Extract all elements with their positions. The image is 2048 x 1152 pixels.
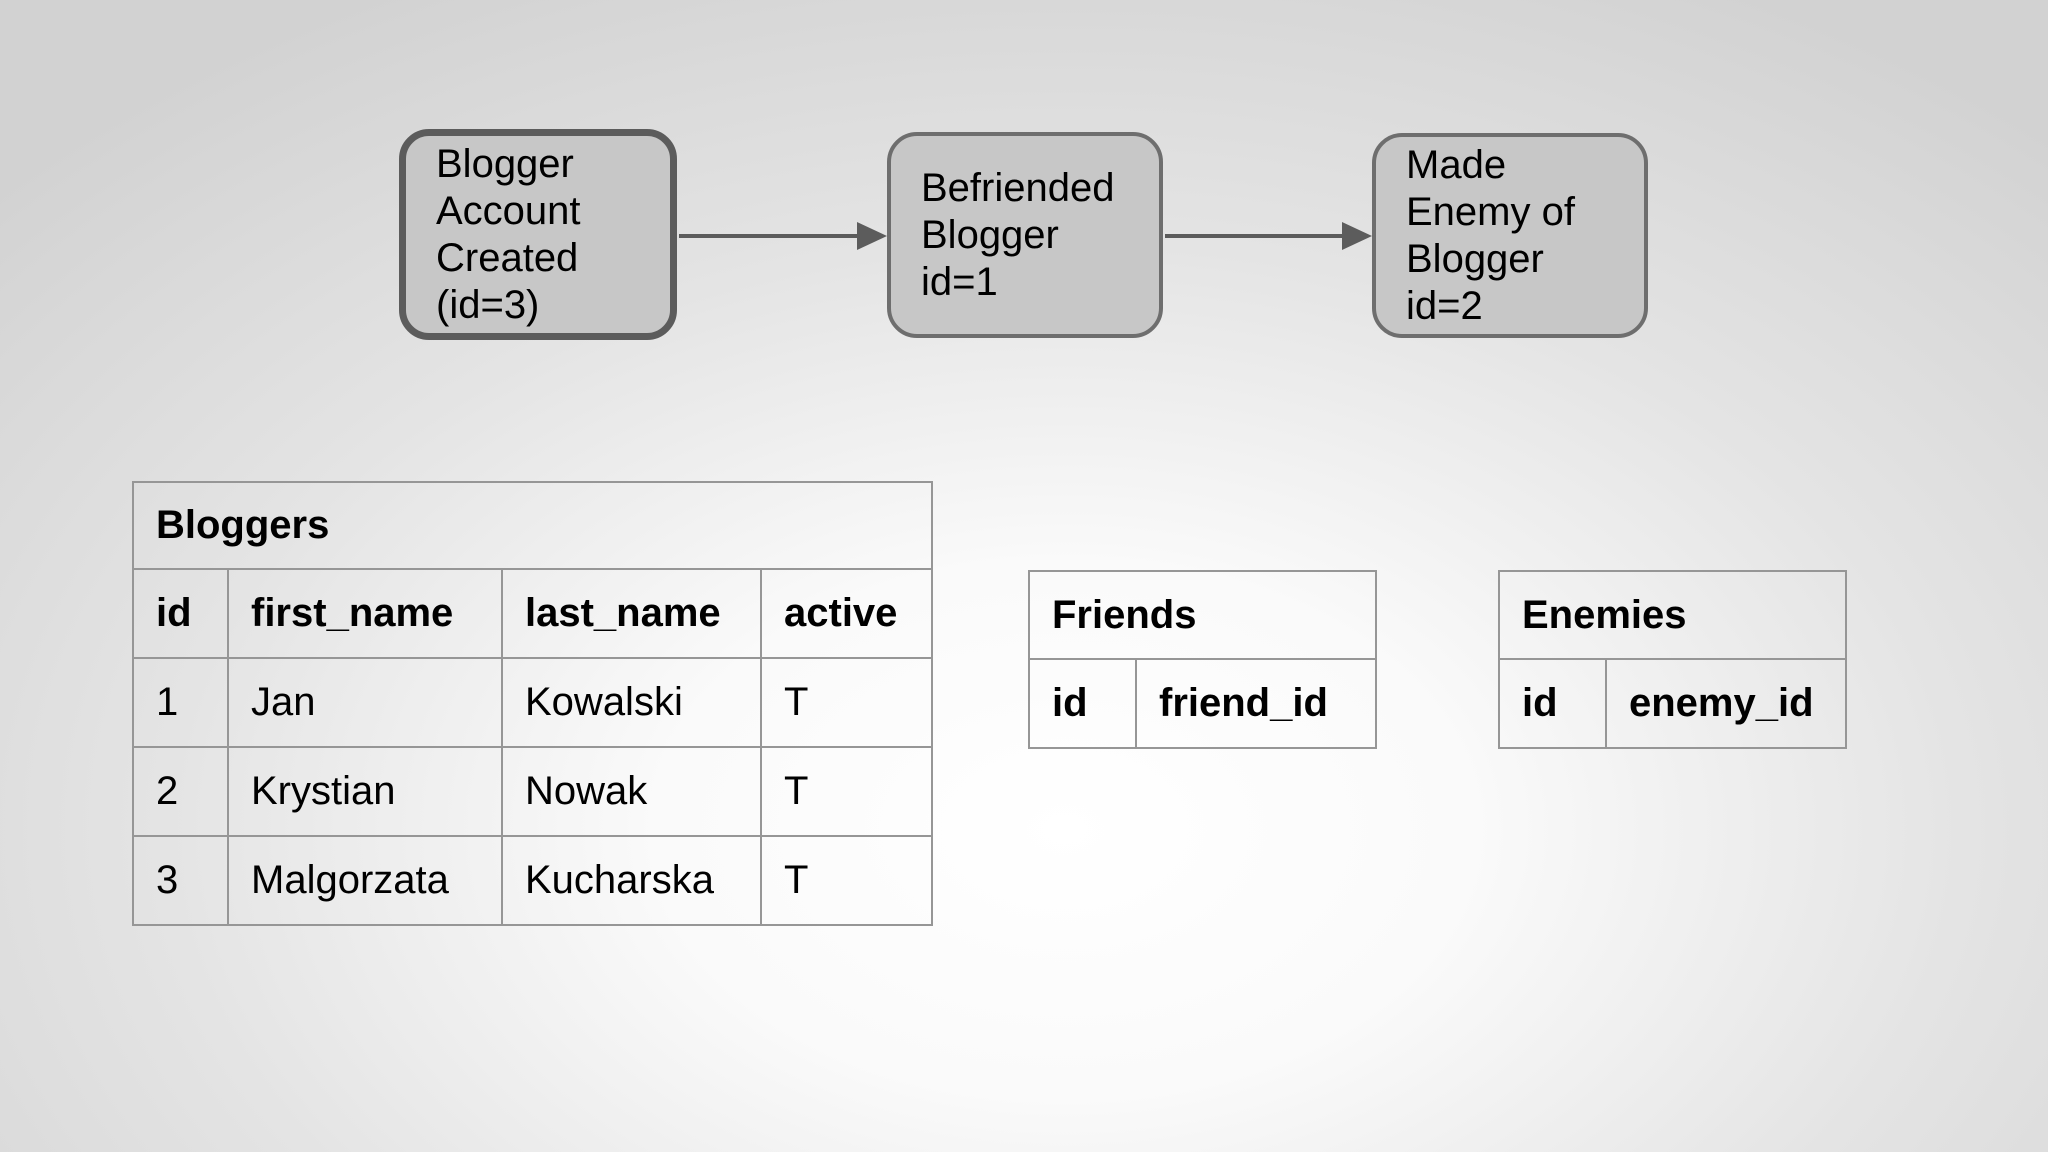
friends-table: Friends id friend_id bbox=[1027, 570, 1378, 749]
column-header-id: id bbox=[1028, 658, 1137, 749]
flow-node-label: Befriended Blogger id=1 bbox=[921, 165, 1115, 304]
table-cell: T bbox=[759, 746, 934, 837]
table-cell: Nowak bbox=[501, 746, 762, 837]
table-row: 2 Krystian Nowak T bbox=[132, 746, 934, 837]
flow-node-made-enemy-of-blogger: Made Enemy of Blogger id=2 bbox=[1372, 133, 1648, 338]
column-header-last-name: last_name bbox=[501, 568, 762, 659]
bloggers-table: Bloggers id first_name last_name active … bbox=[131, 481, 934, 926]
column-header-id: id bbox=[1498, 658, 1607, 749]
flow-node-blogger-account-created: Blogger Account Created (id=3) bbox=[399, 129, 677, 340]
table-row: 3 Malgorzata Kucharska T bbox=[132, 835, 934, 926]
enemies-table-title: Enemies bbox=[1498, 570, 1847, 660]
enemies-table: Enemies id enemy_id bbox=[1498, 570, 1847, 749]
table-row: Enemies bbox=[1498, 570, 1847, 660]
table-cell: T bbox=[759, 835, 934, 926]
bloggers-table-title: Bloggers bbox=[131, 481, 934, 570]
column-header-first-name: first_name bbox=[227, 568, 503, 659]
table-row: Bloggers bbox=[131, 481, 934, 570]
table-cell: 1 bbox=[132, 657, 229, 748]
table-row: id enemy_id bbox=[1498, 658, 1847, 749]
flow-node-befriended-blogger: Befriended Blogger id=1 bbox=[887, 132, 1163, 338]
arrow-icon bbox=[1165, 222, 1372, 250]
table-row: 1 Jan Kowalski T bbox=[132, 657, 934, 748]
table-cell: T bbox=[759, 657, 934, 748]
table-cell: 2 bbox=[132, 746, 229, 837]
table-cell: Jan bbox=[227, 657, 503, 748]
table-cell: 3 bbox=[132, 835, 229, 926]
arrow-icon bbox=[679, 222, 887, 250]
table-row: id first_name last_name active bbox=[132, 568, 934, 659]
table-row: Friends bbox=[1027, 570, 1378, 660]
table-row: id friend_id bbox=[1028, 658, 1378, 749]
column-header-active: active bbox=[759, 568, 934, 659]
flow-node-label: Made Enemy of Blogger id=2 bbox=[1406, 142, 1575, 328]
table-cell: Kucharska bbox=[501, 835, 762, 926]
table-cell: Malgorzata bbox=[227, 835, 503, 926]
column-header-enemy-id: enemy_id bbox=[1605, 658, 1847, 749]
flow-node-label: Blogger Account Created (id=3) bbox=[436, 141, 581, 327]
column-header-friend-id: friend_id bbox=[1134, 658, 1378, 749]
table-cell: Kowalski bbox=[501, 657, 762, 748]
column-header-id: id bbox=[132, 568, 229, 659]
friends-table-title: Friends bbox=[1027, 570, 1378, 660]
table-cell: Krystian bbox=[227, 746, 503, 837]
